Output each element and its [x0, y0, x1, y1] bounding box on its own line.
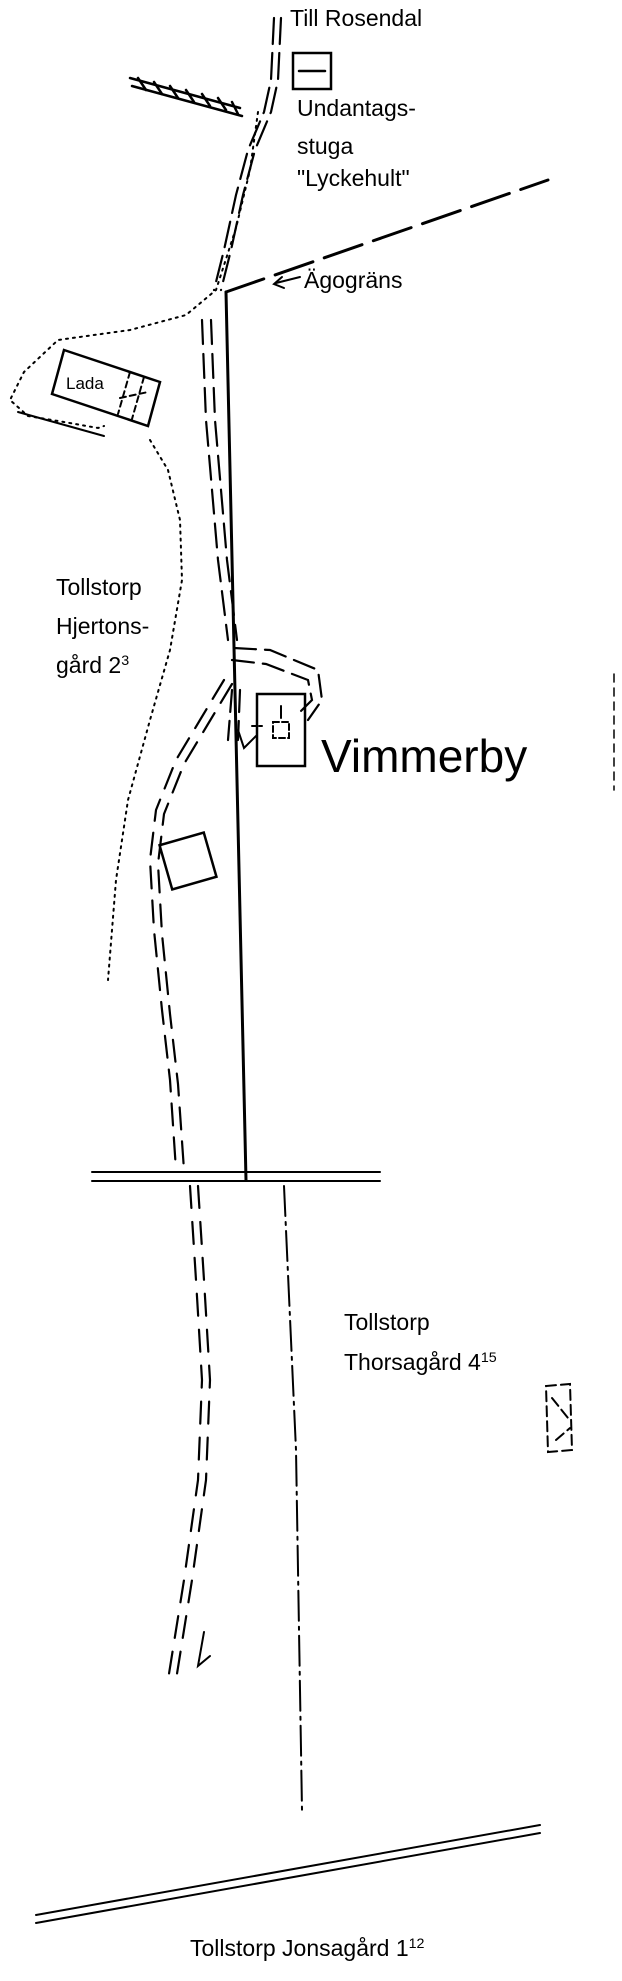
road-west-south-lower: [166, 1184, 212, 1682]
agogrns-arrow-icon: [272, 276, 301, 289]
label-undantagsstuga-3: "Lyckehult": [297, 165, 410, 191]
label-hjertonsgard-3-text: gård 2: [56, 652, 122, 678]
road-to-rosendal: [212, 16, 283, 292]
road-end-arrow-icon: [196, 1631, 211, 1669]
vimmerby-building: [251, 692, 307, 768]
field-edge-line: [17, 411, 105, 437]
label-hjertonsgard-3-sup: 3: [121, 653, 130, 670]
dotted-field-boundary: [8, 111, 259, 981]
label-thorsagard-1: Tollstorp: [344, 1309, 430, 1335]
bottom-road: [35, 1824, 541, 1924]
label-vimmerby: Vimmerby: [321, 730, 528, 782]
label-agogrns: Ägogräns: [304, 267, 403, 293]
lada-building: [50, 348, 162, 428]
label-hjertonsgard-3: gård 23: [56, 652, 130, 679]
road-main-north: [200, 318, 239, 642]
label-jonsagard: Tollstorp Jonsagård 112: [190, 1935, 425, 1962]
label-undantagsstuga-2: stuga: [297, 133, 354, 159]
dike-top: [128, 76, 244, 118]
label-till-rosendal: Till Rosendal: [290, 5, 423, 31]
undantagsstuga-building: [291, 51, 333, 91]
small-building: [158, 831, 218, 891]
label-hjertonsgard-1: Tollstorp: [56, 574, 142, 600]
label-jonsagard-sup: 12: [408, 1936, 425, 1953]
label-undantagsstuga-1: Undantags-: [297, 95, 416, 121]
cross-road: [91, 1171, 381, 1182]
label-thorsagard-2-text: Thorsagård 4: [344, 1349, 481, 1375]
road-arrow-icon: [237, 729, 257, 750]
thorsagard-building: [544, 1382, 574, 1454]
label-thorsagard-2: Thorsagård 415: [344, 1349, 497, 1376]
label-lada: Lada: [66, 374, 104, 393]
road-west-south: [148, 678, 234, 1172]
label-hjertonsgard-2: Hjertons-: [56, 613, 150, 639]
agogrns-boundary: [224, 178, 550, 1182]
label-thorsagard-2-sup: 15: [480, 1350, 497, 1367]
property-boundary-south: [283, 1185, 303, 1811]
label-jonsagard-text: Tollstorp Jonsagård 1: [190, 1935, 409, 1961]
